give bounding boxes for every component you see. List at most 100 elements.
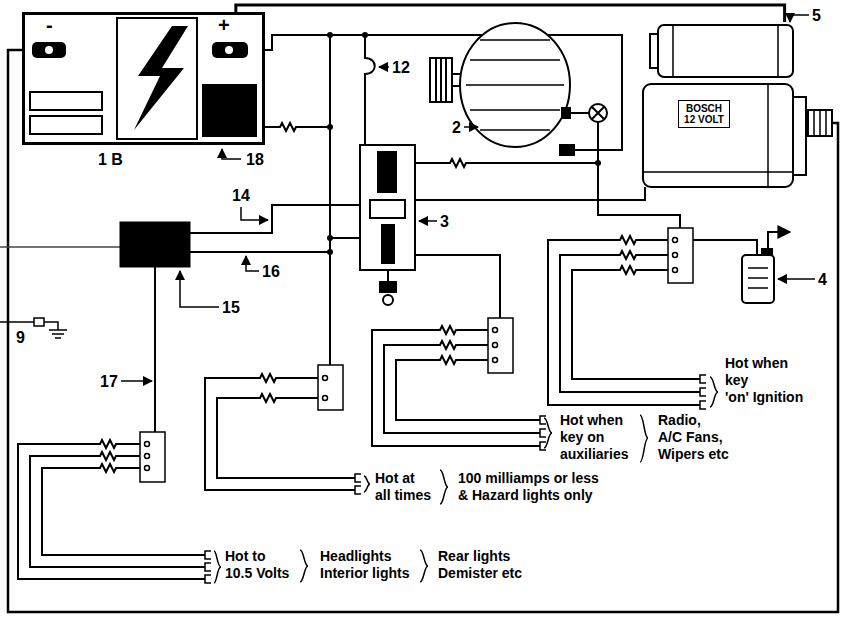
callout-number: 1 B [98,150,123,169]
alternator [430,58,452,102]
motor-flange [793,97,806,175]
motor-body [643,84,793,187]
relay-box [120,222,190,267]
callout-number: 17 [100,372,118,391]
fusible-link [365,35,375,145]
fuse-block [140,432,165,482]
wire [384,341,540,433]
callout-number: 16 [262,262,280,281]
fuse-block [488,318,513,373]
battery-panel [30,116,102,134]
battery-panel [30,92,102,110]
wire [18,440,205,579]
ignition-coil [742,249,774,303]
plug-symbol [355,474,361,494]
fuse-block [673,268,678,273]
circuit-note: Radio, A/C Fans, Wipers etc [658,412,738,462]
alternator [430,23,574,155]
bracket [364,476,370,492]
callout-number: 9 [16,328,25,347]
ignition-switch [378,152,396,192]
callout-number: 2 [452,118,461,137]
callout-number: 4 [818,270,827,289]
wire [257,123,330,131]
starter-motor: BOSCH 12 VOLT [628,22,808,197]
ignition-switch [387,270,389,282]
plug-symbol [205,375,706,583]
leader-line [790,15,809,22]
wire [372,326,540,446]
warning-lamp [592,107,604,119]
warning-lamp [589,104,607,122]
bracket [214,377,718,583]
junction-dot [362,32,368,38]
fuse-block [673,253,678,258]
callout-number: 18 [246,150,264,169]
feed-wire [0,246,120,248]
junction-dot [327,249,333,255]
ignition-switch [382,225,394,263]
bracket [640,415,648,462]
solenoid-band [673,25,778,77]
ignition-switch [383,295,393,305]
circuit-note: 100 milliamps or less & Hazard lights on… [458,470,648,504]
circuit-note: Headlights Interior lights [320,548,420,582]
earth-point [0,318,67,338]
circuit-note: Hot at all times [375,470,441,504]
bracket [710,377,718,407]
starter-pinion [808,110,832,136]
fuse-block [145,454,150,459]
callout-number: 3 [440,212,449,231]
plug-symbol [540,416,546,450]
wire [415,187,645,200]
leader-line [241,207,268,220]
terminal-clamp [212,42,248,58]
ignition-switch [380,282,396,292]
leader-line [464,126,478,128]
junction-dot [327,235,333,241]
junction-dot [327,32,333,38]
wire [396,356,540,420]
terminal-clamp [32,42,66,58]
ignition-switch [360,145,415,305]
bracket [300,550,308,582]
starter-pinion [808,110,832,136]
callout-number: 12 [392,58,410,77]
circuit-note: Hot when key 'on' Ignition [725,355,807,405]
terminal-post [45,46,53,54]
wire [415,255,500,318]
bracket [420,550,428,582]
starter-pinion [814,110,826,136]
fuse-block [318,365,343,410]
wire [329,35,331,365]
leader-line [778,278,815,280]
ignition-coil [742,255,774,303]
battery-cable [236,5,785,22]
fuse-block [493,328,498,333]
fuse-block [145,466,150,471]
leader-line [419,220,437,222]
fuse-block [493,358,498,363]
circuit-note: Hot to 10.5 Volts [225,548,301,582]
wire [693,240,757,255]
callout-number: 15 [222,298,240,317]
earth-point [0,322,58,330]
wire [30,452,205,567]
fuse-block [323,376,328,381]
battery-case [24,14,264,144]
wire [190,205,360,233]
leader-line [379,66,389,68]
maker-plate: BOSCH 12 VOLT [678,100,730,128]
fuse-block [323,396,328,401]
wire [330,237,360,239]
leader-line [246,256,259,271]
warning-lamp [589,104,607,122]
fuse-block [493,343,498,348]
fuse-block [673,238,678,243]
alternator [466,40,564,130]
lightning-symbol [134,26,188,130]
ignition-coil [762,249,772,255]
terminal-sign: - [46,14,53,36]
bracket [544,418,552,448]
